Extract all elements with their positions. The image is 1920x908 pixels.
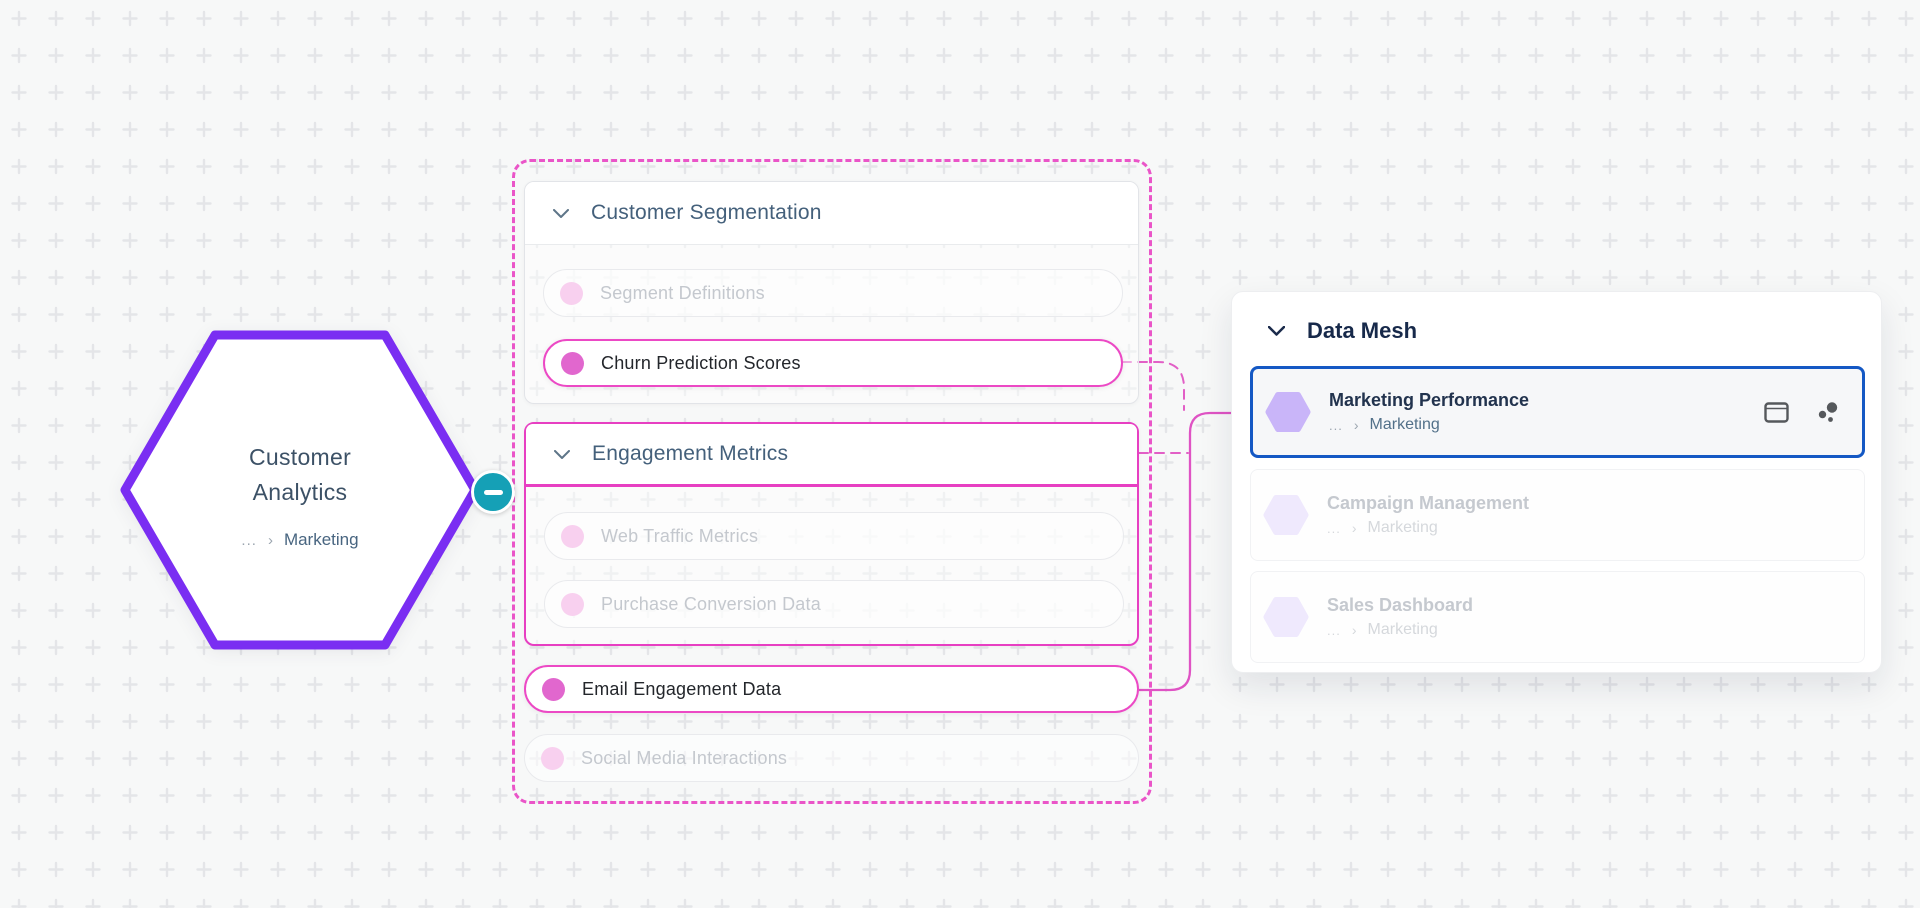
dataset-label: Churn Prediction Scores (601, 352, 801, 373)
breadcrumb-ellipsis: ... (1329, 417, 1343, 433)
data-mesh-panel: Data Mesh Marketing Performance ... › Ma… (1231, 291, 1882, 673)
section-header-customer-segmentation[interactable]: Customer Segmentation (525, 182, 1138, 245)
dataset-dot-icon (561, 351, 584, 375)
mesh-row-title: Campaign Management (1327, 493, 1530, 513)
edge-email-solid (1139, 411, 1235, 692)
breadcrumb-label: Marketing (1367, 519, 1438, 536)
chevron-down-icon (554, 449, 570, 459)
dataset-label: Web Traffic Metrics (601, 525, 759, 546)
chevron-right-icon: › (1351, 520, 1357, 536)
dataset-dot-icon (561, 524, 584, 548)
section-engagement-metrics: Engagement Metrics Web Traffic Metrics P… (524, 422, 1139, 646)
dataset-dot-icon (542, 677, 565, 701)
breadcrumb-label: Marketing (283, 530, 359, 549)
dataset-pill-web-traffic-metrics[interactable]: Web Traffic Metrics (544, 512, 1124, 560)
mesh-row-marketing-performance[interactable]: Marketing Performance ... › Marketing (1250, 366, 1865, 458)
node-title-line2: Analytics (252, 479, 348, 505)
mesh-row-title: Sales Dashboard (1327, 595, 1474, 615)
breadcrumb: ... › Marketing (1327, 621, 1473, 639)
hexagon-icon (1263, 495, 1309, 535)
breadcrumb-ellipsis: ... (1327, 520, 1341, 536)
mesh-row-title: Marketing Performance (1329, 390, 1530, 410)
section-title: Engagement Metrics (592, 442, 789, 465)
open-asset-button[interactable] (1764, 401, 1789, 423)
breadcrumb-ellipsis: ... (1327, 622, 1341, 638)
customer-analytics-node[interactable]: Customer Analytics ... › Marketing (115, 325, 485, 655)
dataset-pill-social-media-interactions[interactable]: Social Media Interactions (524, 734, 1139, 782)
hexagon-icon (1263, 597, 1309, 637)
dataset-dot-icon (561, 592, 584, 616)
dataset-pill-purchase-conversion-data[interactable]: Purchase Conversion Data (544, 580, 1124, 628)
section-title: Customer Segmentation (591, 201, 822, 224)
dataset-pill-segment-definitions[interactable]: Segment Definitions (543, 269, 1123, 317)
chevron-right-icon: › (1351, 622, 1357, 638)
expanded-group-outline (512, 159, 1152, 804)
dataset-label: Email Engagement Data (582, 678, 782, 699)
dataset-dot-icon (541, 746, 564, 770)
section-customer-segmentation: Customer Segmentation Segment Definition… (524, 181, 1139, 404)
dataset-pill-churn-prediction-scores[interactable]: Churn Prediction Scores (543, 339, 1123, 387)
chevron-right-icon: › (1353, 417, 1359, 433)
breadcrumb-label: Marketing (1367, 621, 1438, 638)
dataset-label: Social Media Interactions (581, 747, 788, 768)
mesh-row-sales-dashboard[interactable]: Sales Dashboard ... › Marketing (1250, 571, 1865, 663)
chevron-down-icon (553, 208, 569, 218)
breadcrumb: ... › Marketing (1329, 416, 1529, 434)
dataset-dot-icon (560, 281, 583, 305)
data-mesh-header[interactable]: Data Mesh (1232, 292, 1881, 344)
chevron-right-icon: › (267, 531, 273, 549)
minus-icon (483, 489, 503, 495)
dataset-label: Purchase Conversion Data (601, 593, 821, 614)
edge-churn-dashed (1121, 361, 1185, 411)
section-header-engagement-metrics[interactable]: Engagement Metrics (526, 424, 1137, 487)
chevron-down-icon (1268, 326, 1285, 336)
dataset-label: Segment Definitions (600, 282, 765, 303)
breadcrumb-label: Marketing (1369, 416, 1440, 433)
panel-title: Data Mesh (1307, 318, 1418, 343)
window-icon (1764, 401, 1789, 423)
breadcrumb: ... › Marketing (1327, 519, 1529, 537)
node-title-line1: Customer (248, 444, 352, 470)
mesh-row-campaign-management[interactable]: Campaign Management ... › Marketing (1250, 469, 1865, 561)
breadcrumb: ... › Marketing (241, 530, 358, 550)
dataset-pill-email-engagement-data[interactable]: Email Engagement Data (524, 665, 1139, 713)
view-related-button[interactable] (1817, 401, 1840, 424)
bubbles-icon (1818, 401, 1838, 422)
collapse-node-button[interactable] (471, 470, 515, 514)
hexagon-icon (1265, 392, 1311, 432)
breadcrumb-ellipsis: ... (241, 531, 257, 549)
